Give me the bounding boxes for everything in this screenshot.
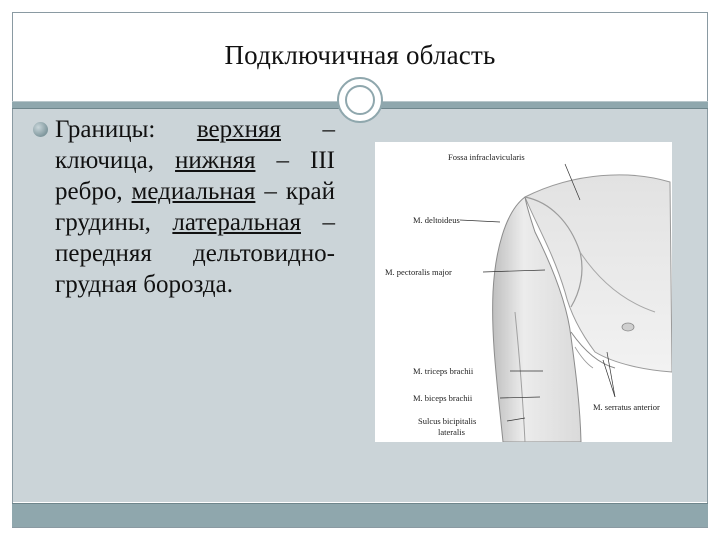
ring-ornament-icon <box>337 77 383 123</box>
text-clavicle: – ключица, <box>55 116 335 174</box>
text-lower: нижняя <box>175 147 256 174</box>
label-fossa: Fossa infraclavicularis <box>448 152 525 162</box>
text-medial: медиальная <box>131 178 256 205</box>
label-pectoralis: M. pectoralis major <box>385 267 452 277</box>
label-triceps: M. triceps brachii <box>413 366 474 376</box>
label-deltoid: M. deltoideus <box>413 215 460 225</box>
text-lateral: латеральная <box>172 209 301 236</box>
label-serratus: M. serratus anterior <box>593 402 660 412</box>
ring-ornament-inner <box>345 85 375 115</box>
label-sulcus-line2: lateralis <box>438 427 465 437</box>
text-borders: Границы: <box>55 116 197 143</box>
label-sulcus-line1: Sulcus bicipitalis <box>418 416 476 426</box>
slide-title: Подключичная область <box>224 40 496 70</box>
anatomy-drawing: Fossa infraclavicularis M. deltoideus M.… <box>385 152 672 442</box>
text-sternum: – край грудины, <box>55 178 335 236</box>
footer-bar <box>12 503 708 527</box>
bullet-text: Границы: верхняя – ключица, нижняя – III… <box>55 114 335 300</box>
text-rib: – III ребро, <box>55 147 335 205</box>
bullet-icon <box>33 122 48 137</box>
text-upper: верхняя <box>196 116 281 143</box>
label-biceps: M. biceps brachii <box>413 393 473 403</box>
text-groove: – передняя дельтовидно-грудная борозда. <box>55 209 335 298</box>
anatomy-figure: Fossa infraclavicularis M. deltoideus M.… <box>375 142 672 442</box>
